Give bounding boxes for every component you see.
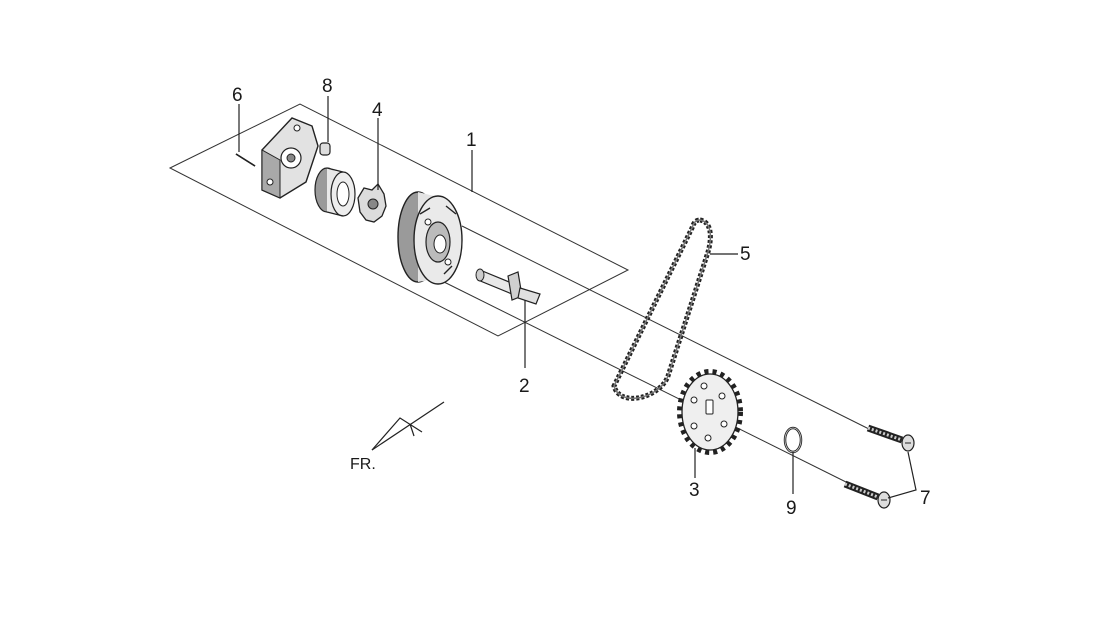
pump-body — [397, 191, 463, 285]
outer-rotor — [314, 167, 356, 217]
part-5-drive-chain — [611, 217, 713, 401]
callout-6: 6 — [232, 85, 243, 106]
callout-2: 2 — [519, 376, 530, 397]
part-7-screw-lower — [843, 480, 891, 509]
part-4-inner-rotor — [357, 182, 387, 223]
callout-9: 9 — [786, 498, 797, 519]
front-label: FR. — [350, 456, 376, 473]
callout-1: 1 — [466, 130, 477, 151]
callout-3: 3 — [689, 480, 700, 501]
callout-8: 8 — [322, 76, 333, 97]
part-6-bolt — [235, 153, 256, 167]
part-8-dowel-pin — [319, 142, 331, 156]
callout-4: 4 — [372, 100, 383, 121]
callout-5: 5 — [740, 244, 751, 265]
part-7-screw-upper — [866, 424, 915, 452]
part-9-circlip — [783, 426, 803, 454]
leader-7 — [887, 451, 917, 499]
part-3-sprocket — [677, 369, 743, 455]
front-direction-arrow — [371, 401, 445, 451]
callout-7: 7 — [920, 488, 931, 509]
upper-axis-line — [461, 225, 876, 433]
lower-axis-line — [439, 279, 851, 485]
pump-cover-plate — [261, 117, 319, 199]
part-2-pump-shaft — [475, 268, 541, 305]
assembly-outline — [168, 103, 630, 337]
